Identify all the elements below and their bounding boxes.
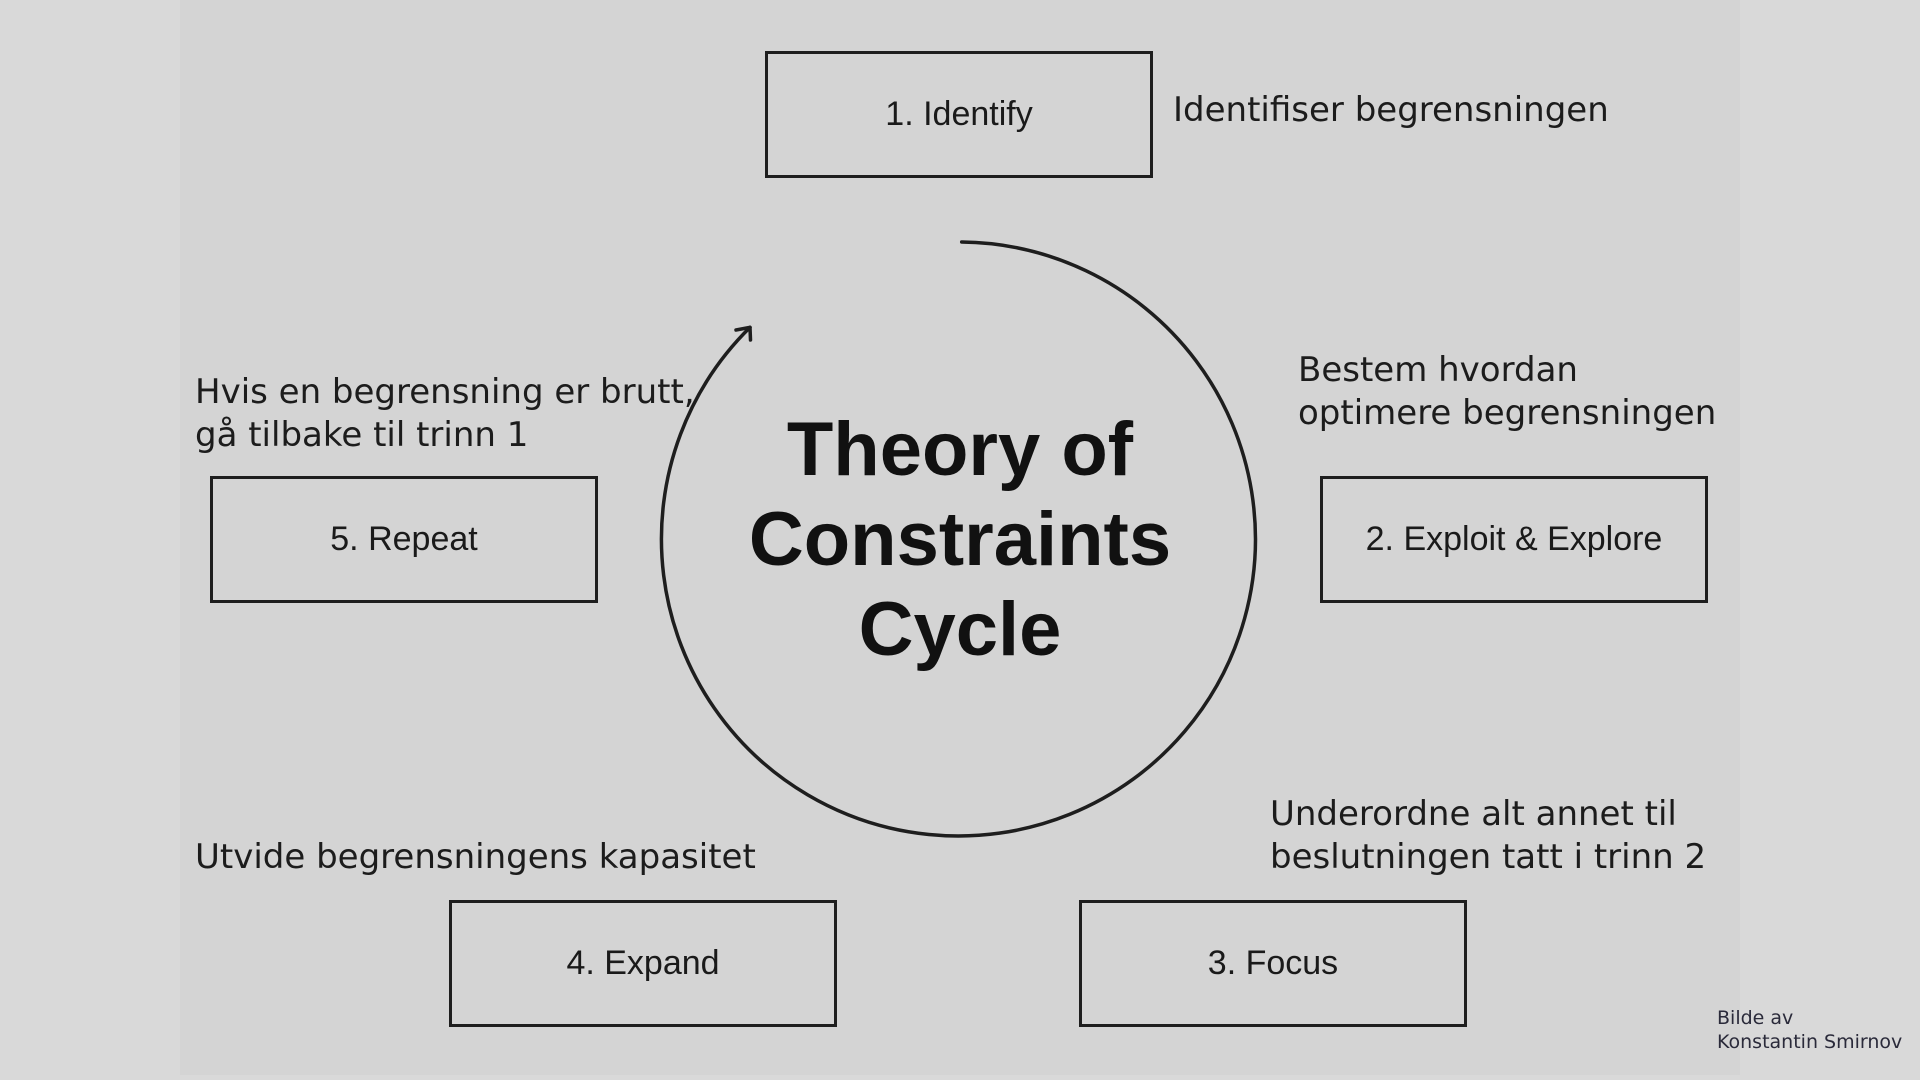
step-note-expand: Utvide begrensningens kapasitet (195, 836, 756, 879)
step-note-identify: Identifiser begrensningen (1173, 89, 1609, 132)
cycle-arrowhead (734, 325, 753, 342)
step-note-exploit-explore: Bestem hvordan optimere begrensningen (1298, 349, 1716, 435)
note-line: Utvide begrensningens kapasitet (195, 837, 756, 877)
step-label: 3. Focus (1207, 944, 1339, 982)
step-label: 2. Exploit & Explore (1365, 520, 1663, 558)
step-label: 5. Repeat (330, 520, 478, 558)
title-line: Constraints (748, 497, 1172, 582)
note-line: Identifiser begrensningen (1173, 90, 1609, 130)
title-line: Cycle (858, 587, 1062, 672)
note-line: Bestem hvordan (1298, 350, 1578, 390)
step-label: 4. Expand (566, 944, 720, 982)
diagram-title: Theory of Constraints Cycle (700, 405, 1220, 675)
note-line: gå tilbake til trinn 1 (195, 415, 529, 455)
image-credit: Bilde av Konstantin Smirnov (1717, 1006, 1902, 1054)
credit-line: Konstantin Smirnov (1717, 1031, 1903, 1053)
note-line: Hvis en begrensning er brutt, (195, 372, 695, 412)
step-label: 1. Identify (885, 95, 1033, 133)
note-line: beslutningen tatt i trinn 2 (1270, 837, 1707, 877)
title-line: Theory of (786, 407, 1134, 492)
credit-line: Bilde av (1717, 1007, 1794, 1029)
step-box-exploit-explore: 2. Exploit & Explore (1320, 476, 1708, 603)
note-line: optimere begrensningen (1298, 393, 1717, 433)
step-box-identify: 1. Identify (765, 51, 1153, 178)
step-box-expand: 4. Expand (449, 900, 837, 1027)
step-note-repeat: Hvis en begrensning er brutt, gå tilbake… (195, 371, 695, 457)
step-box-focus: 3. Focus (1079, 900, 1467, 1027)
slide-panel (180, 0, 1740, 1075)
note-line: Underordne alt annet til (1270, 794, 1677, 834)
step-note-focus: Underordne alt annet til beslutningen ta… (1270, 793, 1706, 879)
step-box-repeat: 5. Repeat (210, 476, 598, 603)
cycle-arc (659, 240, 1258, 838)
